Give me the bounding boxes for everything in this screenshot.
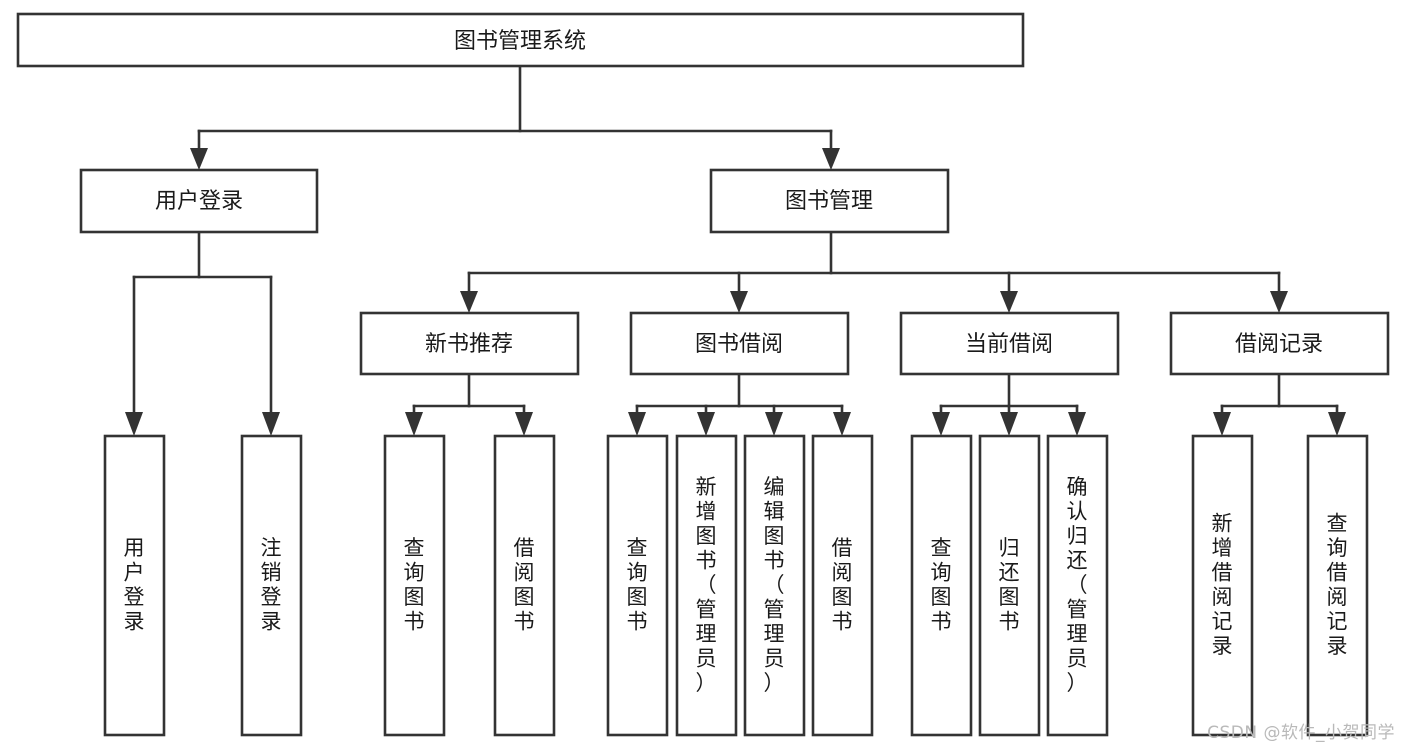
node-leaf-edit-book-admin-label: 编辑图书（管理员） [764,475,785,695]
node-leaf-return-book-box[interactable] [978,434,1041,737]
node-leaf-add-borrow-record-label: 新增借阅记录 [1212,512,1233,659]
node-user-login-label: 用户登录 [155,189,243,214]
node-leaf-query-book-3-label: 查询图书 [931,536,952,634]
node-leaf-borrow-book-1-box[interactable] [493,434,556,737]
node-leaf-query-book-3[interactable]: 查询图书 [910,434,973,737]
node-user-login-box[interactable] [79,168,319,234]
node-book-borrow-label: 图书借阅 [695,332,783,357]
node-leaf-add-book-admin[interactable]: 新增图书（管理员） [675,434,738,737]
node-book-management[interactable]: 图书管理 [709,168,950,234]
node-book-borrow-box[interactable] [629,311,850,376]
arrowhead-leaf-add-borrow-record [1213,412,1231,436]
arrowhead-leaf-confirm-return-admin [1068,412,1086,436]
connector-group [125,64,1346,436]
arrowhead-leaf-query-book-2 [628,412,646,436]
node-book-management-box[interactable] [709,168,950,234]
node-leaf-edit-book-admin-box[interactable] [743,434,806,737]
node-leaf-query-borrow-record-box[interactable] [1306,434,1369,737]
arrowhead-leaf-edit-book-admin [765,412,783,436]
node-leaf-borrow-book-2-label: 借阅图书 [832,536,853,634]
arrowhead-leaf-query-book-3 [932,412,950,436]
node-user-login[interactable]: 用户登录 [79,168,319,234]
node-root-box[interactable] [16,12,1025,68]
arrowhead-leaf-borrow-book-2 [833,412,851,436]
arrowhead-leaf-query-book-1 [405,412,423,436]
arrowhead-book-management [822,148,840,170]
node-borrow-record-box[interactable] [1169,311,1390,376]
node-leaf-borrow-book-2[interactable]: 借阅图书 [811,434,874,737]
node-leaf-query-book-2[interactable]: 查询图书 [606,434,669,737]
arrowhead-book-borrow [730,291,748,313]
node-leaf-user-login-label: 用户登录 [124,536,145,634]
arrowhead-leaf-query-borrow-record [1328,412,1346,436]
node-leaf-add-book-admin-label: 新增图书（管理员） [696,475,717,695]
node-leaf-confirm-return-admin[interactable]: 确认归还（管理员） [1046,434,1109,737]
arrowhead-borrow-record [1270,291,1288,313]
node-leaf-user-login-box[interactable] [103,434,166,737]
arrowhead-current-borrow [1000,291,1018,313]
node-borrow-record-label: 借阅记录 [1235,332,1323,357]
node-current-borrow[interactable]: 当前借阅 [899,311,1120,376]
node-leaf-logout-login-box[interactable] [240,434,303,737]
node-root[interactable]: 图书管理系统 [16,12,1025,68]
node-current-borrow-box[interactable] [899,311,1120,376]
node-leaf-borrow-book-1-label: 借阅图书 [514,536,535,634]
node-leaf-logout-login[interactable]: 注销登录 [240,434,303,737]
node-new-book-recommend-label: 新书推荐 [425,332,513,357]
node-leaf-borrow-book-2-box[interactable] [811,434,874,737]
node-leaf-query-book-1-box[interactable] [383,434,446,737]
node-leaf-query-book-1-label: 查询图书 [404,536,425,634]
arrowhead-leaf-add-book-admin [697,412,715,436]
node-leaf-add-borrow-record-box[interactable] [1191,434,1254,737]
node-leaf-query-book-2-label: 查询图书 [627,536,648,634]
node-root-label: 图书管理系统 [454,29,586,54]
node-leaf-query-book-3-box[interactable] [910,434,973,737]
arrowhead-leaf-borrow-book-1 [515,412,533,436]
node-leaf-edit-book-admin[interactable]: 编辑图书（管理员） [743,434,806,737]
node-borrow-record[interactable]: 借阅记录 [1169,311,1390,376]
node-leaf-add-borrow-record[interactable]: 新增借阅记录 [1191,434,1254,737]
node-new-book-recommend-box[interactable] [359,311,580,376]
arrowhead-user-login [190,148,208,170]
node-leaf-query-borrow-record-label: 查询借阅记录 [1327,512,1348,659]
node-leaf-confirm-return-admin-label: 确认归还（管理员） [1067,475,1088,695]
node-book-borrow[interactable]: 图书借阅 [629,311,850,376]
csdn-watermark: CSDN @软件_小贺同学 [1207,723,1395,743]
node-book-management-label: 图书管理 [785,189,873,214]
node-leaf-logout-login-label: 注销登录 [261,536,282,634]
node-current-borrow-label: 当前借阅 [965,332,1053,357]
node-leaf-query-book-2-box[interactable] [606,434,669,737]
node-leaf-user-login[interactable]: 用户登录 [103,434,166,737]
node-leaf-return-book-label: 归还图书 [999,536,1020,634]
node-leaf-confirm-return-admin-box[interactable] [1046,434,1109,737]
arrowhead-leaf-return-book [1000,412,1018,436]
node-leaf-borrow-book-1[interactable]: 借阅图书 [493,434,556,737]
arrowhead-leaf-logout-login [262,412,280,436]
node-leaf-query-book-1[interactable]: 查询图书 [383,434,446,737]
node-leaf-add-book-admin-box[interactable] [675,434,738,737]
node-leaf-return-book[interactable]: 归还图书 [978,434,1041,737]
node-new-book-recommend[interactable]: 新书推荐 [359,311,580,376]
arrowhead-leaf-user-login [125,412,143,436]
arrowhead-new-book-recommend [460,291,478,313]
node-leaf-query-borrow-record[interactable]: 查询借阅记录 [1306,434,1369,737]
